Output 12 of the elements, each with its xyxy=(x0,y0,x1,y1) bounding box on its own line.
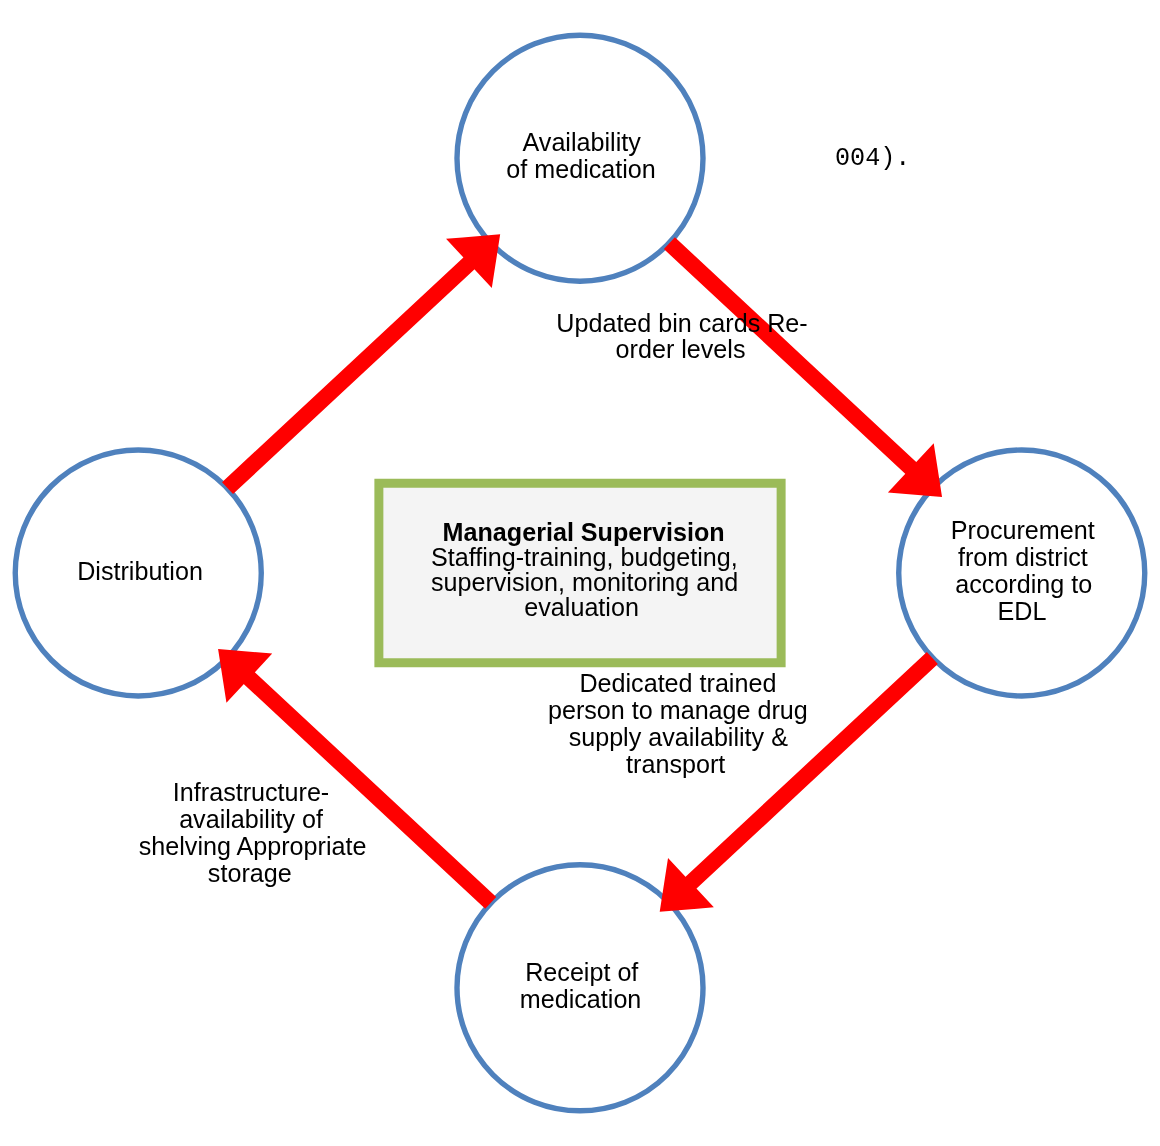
arrow xyxy=(659,652,938,912)
arrow xyxy=(218,649,497,909)
label: 004). xyxy=(834,143,911,173)
edge-label: Dedicated trained person to manage drug supply availability & transport xyxy=(548,669,808,779)
node-circle: Availability of medication xyxy=(454,32,706,284)
node-circle: Distribution xyxy=(12,447,264,699)
arrow xyxy=(222,234,501,495)
node-circle: Receipt of medication xyxy=(454,862,706,1114)
edge-label: Infrastructure-availability of shelving Appropriate storage xyxy=(138,777,367,887)
node-box: Managerial Supervision Staffing-training, budgeting, supervision, monitoring and evaluation xyxy=(374,478,786,668)
node-circle: Procurement from district according to EDL xyxy=(896,447,1148,699)
arrow xyxy=(663,237,943,498)
